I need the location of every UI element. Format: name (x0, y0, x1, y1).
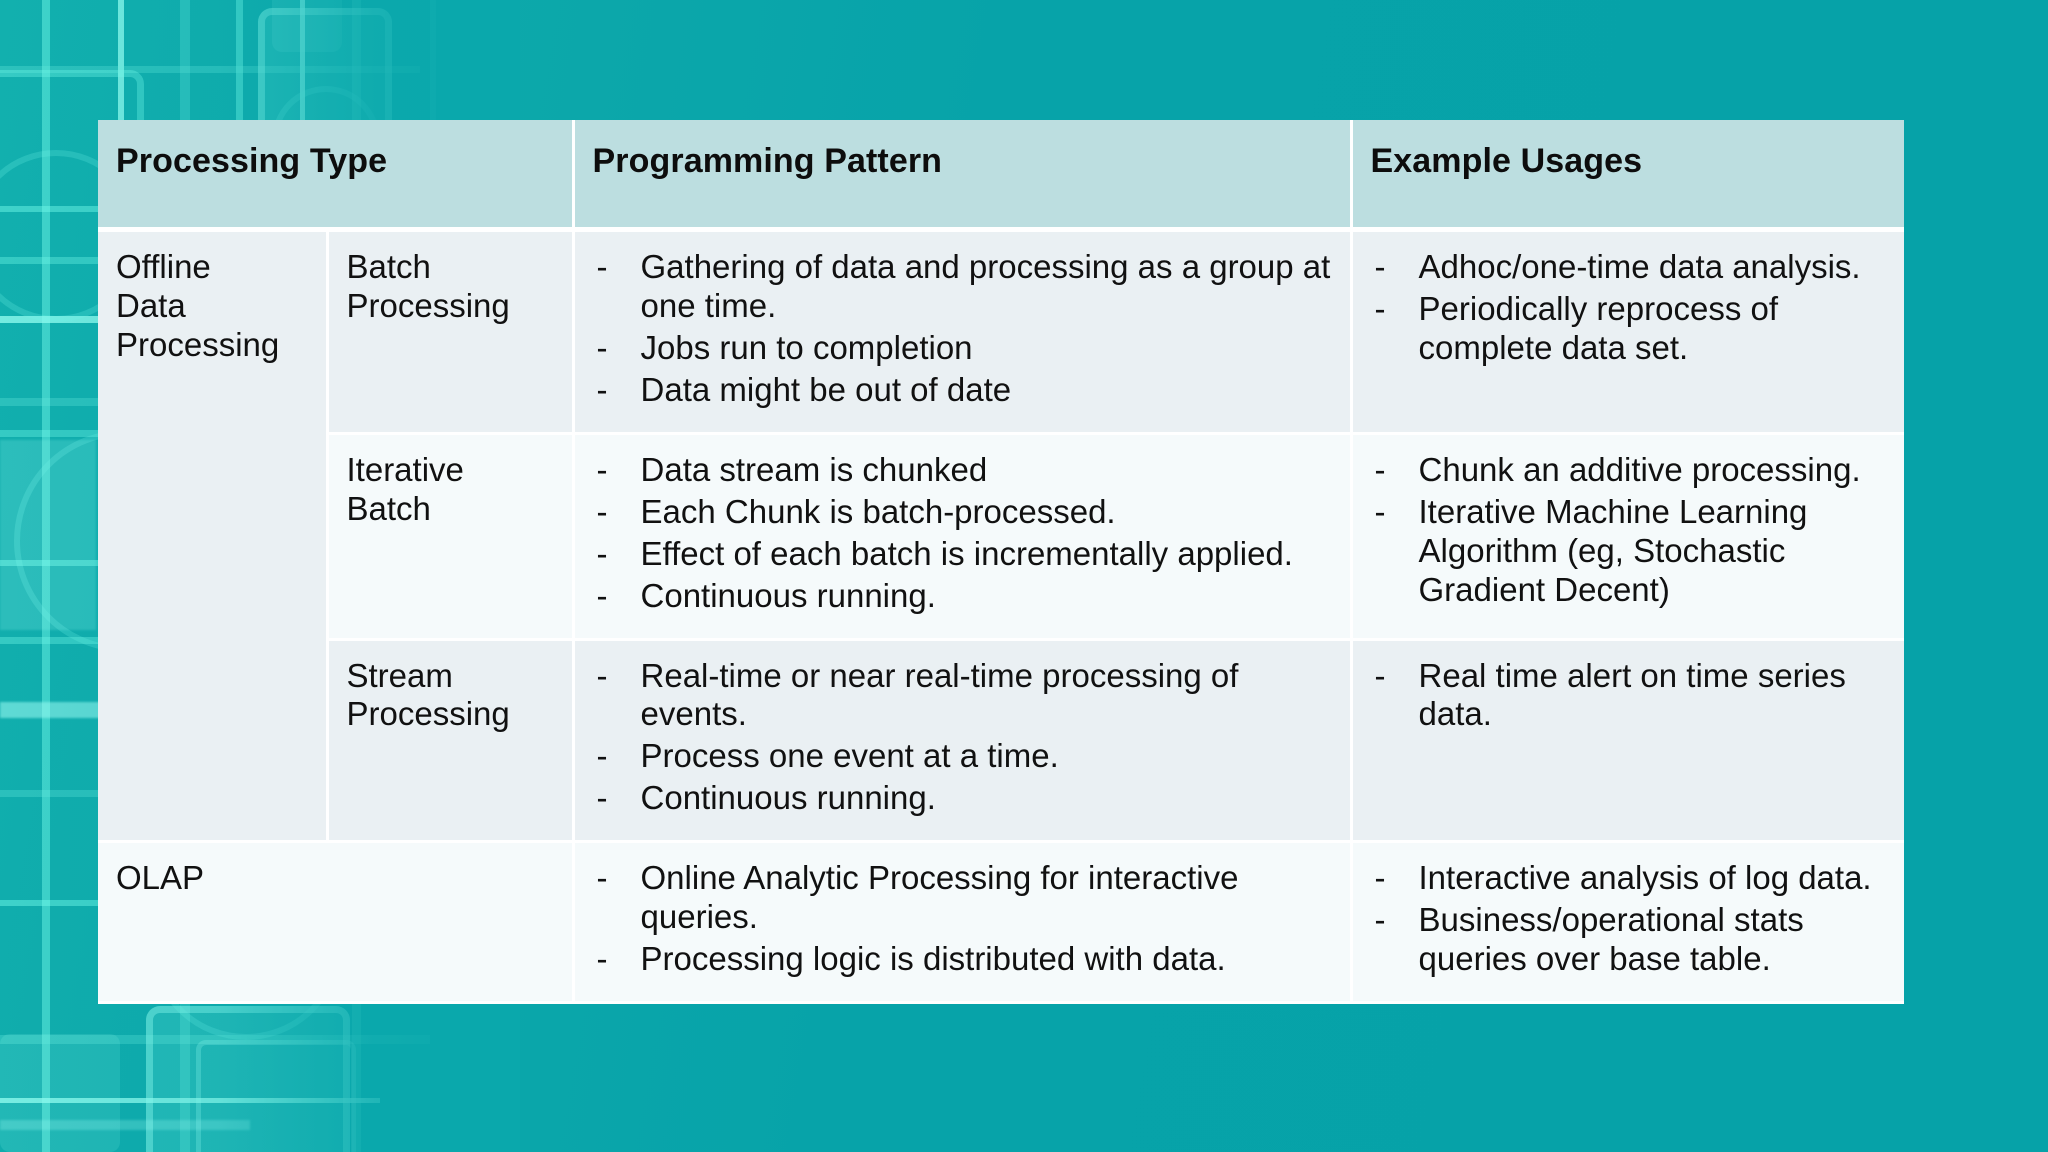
list-item: Chunk an additive processing. (1371, 451, 1889, 490)
table-row: Iterative Batch Data stream is chunked E… (98, 433, 1905, 641)
pattern-list: Gathering of data and processing as a gr… (593, 248, 1334, 410)
list-item: Adhoc/one-time data analysis. (1371, 248, 1889, 287)
table-row: Stream Processing Real-time or near real… (98, 639, 1905, 844)
usages-list: Chunk an additive processing. Iterative … (1371, 451, 1889, 610)
column-header-programming-pattern: Programming Pattern (573, 120, 1353, 232)
list-item: Data might be out of date (593, 371, 1334, 410)
list-item: Data stream is chunked (593, 451, 1334, 490)
cell-usages-iterative-batch: Chunk an additive processing. Iterative … (1351, 433, 1905, 641)
usages-list: Real time alert on time series data. (1371, 657, 1889, 735)
cell-subtype-batch-processing: Batch Processing (327, 229, 575, 435)
cell-subtype-stream-processing: Stream Processing (327, 639, 575, 844)
pattern-list: Online Analytic Processing for interacti… (593, 859, 1334, 979)
list-item: Effect of each batch is incrementally ap… (593, 535, 1334, 574)
table-row: Offline Data Processing Batch Processing… (98, 229, 1905, 844)
list-item: Continuous running. (593, 577, 1334, 616)
list-item: Process one event at a time. (593, 737, 1334, 776)
processing-type-label: Offline Data Processing (116, 248, 280, 363)
subtype-label: Stream Processing (346, 656, 510, 733)
cell-processing-type-offline: Offline Data Processing (98, 229, 329, 844)
list-item: Real-time or near real-time processing o… (593, 657, 1334, 735)
table-header-row: Processing Type Programming Pattern Exam… (98, 120, 1905, 232)
cell-processing-type-olap: OLAP (98, 841, 575, 1005)
list-item: Gathering of data and processing as a gr… (593, 248, 1334, 326)
cell-pattern-stream-processing: Real-time or near real-time processing o… (573, 639, 1353, 844)
table-row: OLAP Online Analytic Processing for inte… (98, 841, 1905, 1005)
list-item: Each Chunk is batch-processed. (593, 493, 1334, 532)
list-item: Continuous running. (593, 779, 1334, 818)
subtype-label: Iterative Batch (346, 450, 464, 527)
usages-list: Adhoc/one-time data analysis. Periodical… (1371, 248, 1889, 368)
list-item: Real time alert on time series data. (1371, 657, 1889, 735)
list-item: Jobs run to completion (593, 329, 1334, 368)
column-header-processing-type: Processing Type (98, 120, 575, 232)
comparison-table: Processing Type Programming Pattern Exam… (98, 120, 1905, 1005)
cell-subtype-iterative-batch: Iterative Batch (327, 433, 575, 641)
pattern-list: Real-time or near real-time processing o… (593, 657, 1334, 819)
list-item: Periodically reprocess of complete data … (1371, 290, 1889, 368)
list-item: Processing logic is distributed with dat… (593, 940, 1334, 979)
list-item: Business/operational stats queries over … (1371, 901, 1889, 979)
table-body: Offline Data Processing Batch Processing… (98, 229, 1905, 1005)
list-item: Interactive analysis of log data. (1371, 859, 1889, 898)
processing-type-table: Processing Type Programming Pattern Exam… (98, 120, 1905, 1005)
pattern-list: Data stream is chunked Each Chunk is bat… (593, 451, 1334, 616)
cell-pattern-iterative-batch: Data stream is chunked Each Chunk is bat… (573, 433, 1353, 641)
cell-pattern-batch-processing: Gathering of data and processing as a gr… (573, 229, 1353, 435)
cell-usages-batch-processing: Adhoc/one-time data analysis. Periodical… (1351, 229, 1905, 435)
column-header-example-usages: Example Usages (1351, 120, 1905, 232)
cell-pattern-olap: Online Analytic Processing for interacti… (573, 841, 1353, 1005)
usages-list: Interactive analysis of log data. Busine… (1371, 859, 1889, 979)
list-item: Iterative Machine Learning Algorithm (eg… (1371, 493, 1889, 610)
list-item: Online Analytic Processing for interacti… (593, 859, 1334, 937)
cell-usages-stream-processing: Real time alert on time series data. (1351, 639, 1905, 844)
processing-type-label: OLAP (116, 859, 205, 897)
cell-usages-olap: Interactive analysis of log data. Busine… (1351, 841, 1905, 1005)
subtype-label: Batch Processing (346, 248, 510, 324)
